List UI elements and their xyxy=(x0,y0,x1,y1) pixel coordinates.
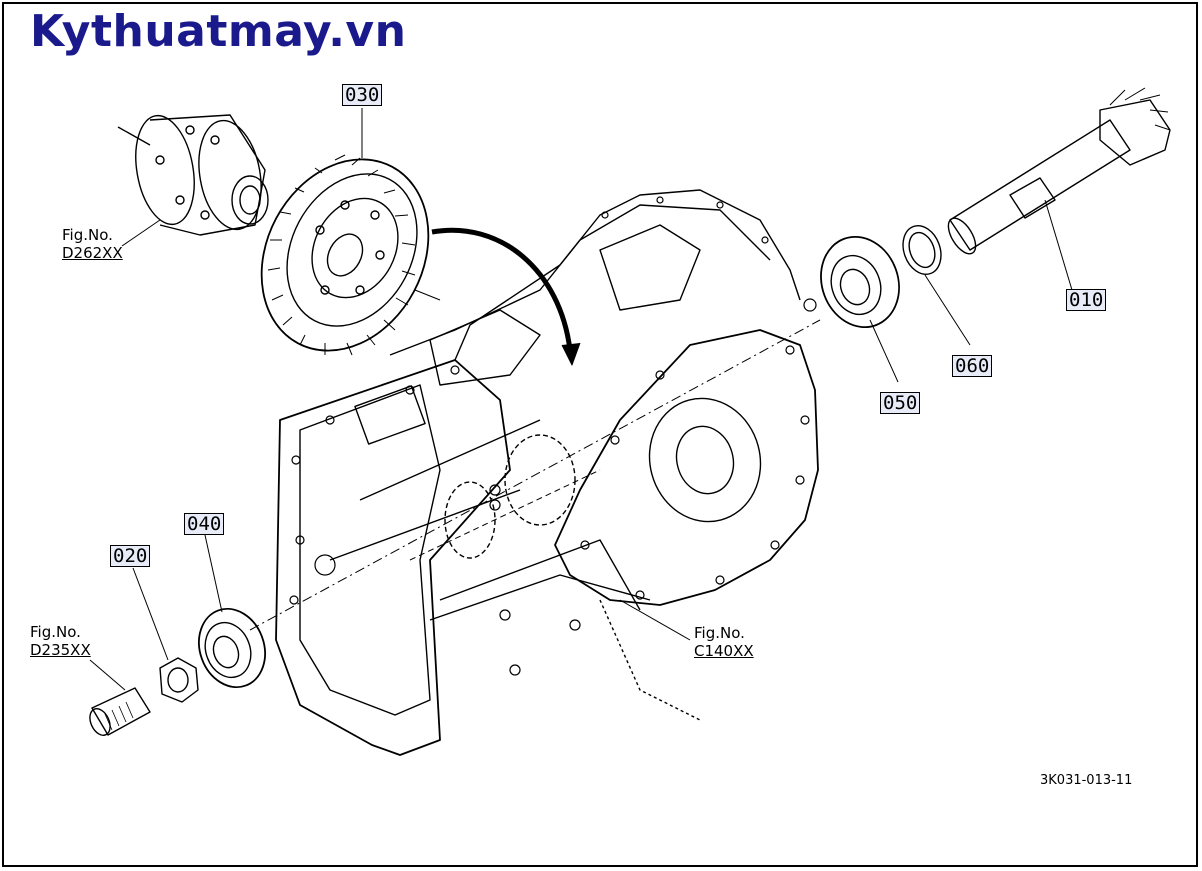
leader-c140 xyxy=(619,599,691,641)
brand-logo-text: Kythuatmay.vn xyxy=(30,6,407,57)
callout-030[interactable]: 030 xyxy=(342,84,383,106)
figure-ref-prefix: Fig.No. xyxy=(62,226,113,244)
callout-050[interactable]: 050 xyxy=(880,392,921,414)
assembly-arrow xyxy=(431,227,573,351)
collar-sleeve xyxy=(89,659,151,736)
housing-bolt-holes xyxy=(289,196,817,676)
crown-gear xyxy=(260,154,441,356)
figure-ref-number: C140XX xyxy=(694,642,754,660)
callout-040[interactable]: 040 xyxy=(184,513,225,535)
washer-060 xyxy=(902,225,971,346)
nut-020 xyxy=(132,567,199,703)
bearing-040 xyxy=(198,534,266,689)
leader-d262 xyxy=(121,219,161,247)
transmission-housing xyxy=(249,189,821,756)
bearing-050 xyxy=(820,235,900,383)
callout-010[interactable]: 010 xyxy=(1066,289,1107,311)
figure-ref-c140[interactable]: Fig.No. C140XX xyxy=(694,624,754,660)
figure-ref-d235[interactable]: Fig.No. D235XX xyxy=(30,623,91,659)
pinion-shaft xyxy=(947,87,1171,301)
callout-060[interactable]: 060 xyxy=(952,355,993,377)
figure-ref-prefix: Fig.No. xyxy=(30,623,81,641)
drawing-code: 3K031-013-11 xyxy=(1040,773,1133,788)
differential-case xyxy=(117,114,269,236)
callout-020[interactable]: 020 xyxy=(110,545,151,567)
figure-ref-prefix: Fig.No. xyxy=(694,624,745,642)
figure-ref-d262[interactable]: Fig.No. D262XX xyxy=(62,226,123,262)
figure-ref-number: D262XX xyxy=(62,244,123,262)
figure-ref-number: D235XX xyxy=(30,641,91,659)
